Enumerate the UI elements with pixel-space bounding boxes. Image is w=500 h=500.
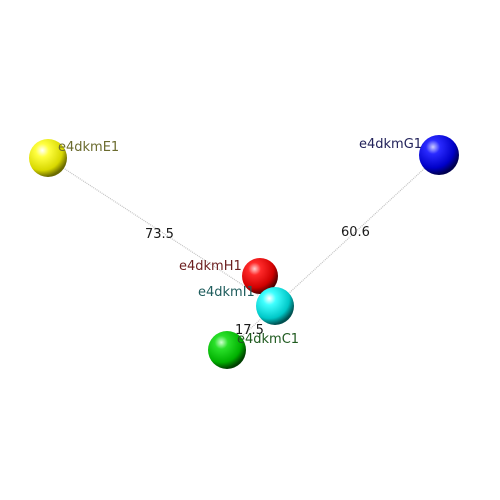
atom-e4dkm-c1[interactable]	[208, 331, 246, 369]
atom-label-e4dkm-g1: e4dkmG1	[359, 137, 422, 152]
distance-label-i1-c1: 17.5	[235, 323, 264, 338]
atom-label-e4dkm-c1: e4dkmC1	[237, 332, 299, 347]
atom-e4dkm-h1[interactable]	[242, 258, 278, 294]
atom-label-e4dkm-e1: e4dkmE1	[58, 140, 119, 155]
distance-label-g1-i1: 60.6	[341, 225, 370, 240]
atom-label-e4dkm-h1: e4dkmH1	[179, 259, 242, 274]
atom-e4dkm-g1[interactable]	[419, 135, 459, 175]
atom-e4dkm-e1[interactable]	[29, 139, 67, 177]
distance-label-e1-i1: 73.5	[145, 227, 174, 242]
atom-label-e4dkm-i1: e4dkmI1	[198, 285, 255, 300]
atom-e4dkm-i1[interactable]	[256, 287, 294, 325]
